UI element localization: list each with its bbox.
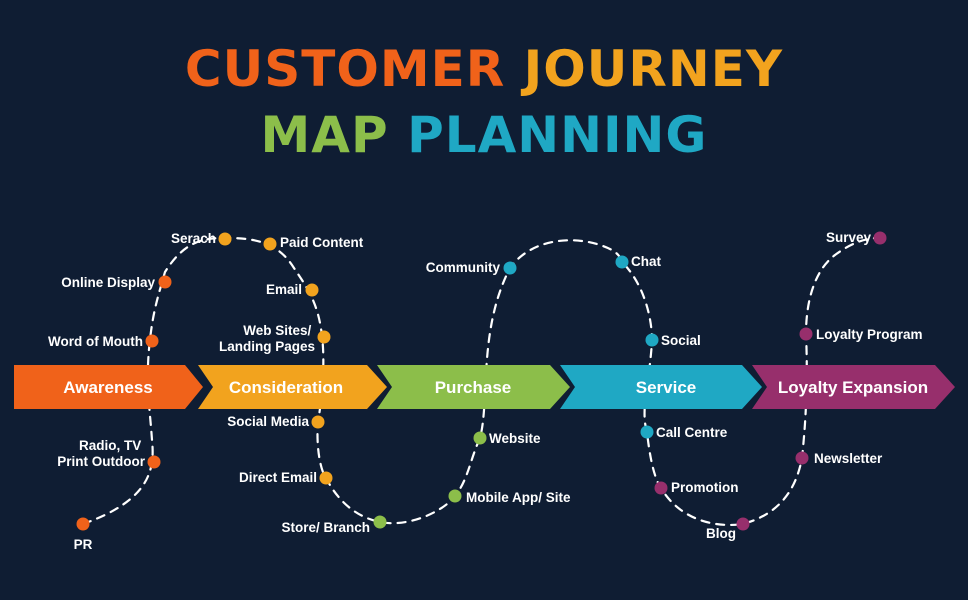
stage-label-awareness: Awareness [63, 378, 152, 397]
title-line-1: CUSTOMER JOURNEY [0, 44, 968, 94]
touchpoint-label-mobile-app-site: Mobile App/ Site [466, 490, 571, 505]
touchpoint-label-web-sites-landing-pages: Web Sites/ Landing Pages [219, 323, 315, 354]
touchpoint-dot-survey [873, 231, 887, 245]
touchpoint-dot-newsletter [795, 451, 809, 465]
stage-arrow-consideration [198, 365, 387, 409]
touchpoint-label-survey: Survey [826, 230, 872, 245]
journey-path [81, 236, 882, 527]
touchpoints-service: Chat Social Call Centre Promotion [615, 254, 739, 495]
touchpoint-label-online-display: Online Display [61, 275, 155, 290]
stage-arrow-service [560, 365, 762, 409]
touchpoint-dot-promotion [654, 481, 668, 495]
dashed-journey-line [81, 236, 882, 527]
touchpoint-dot-online-display [158, 275, 172, 289]
touchpoint-label-community: Community [426, 260, 501, 275]
stage-arrow-awareness [14, 365, 203, 409]
touchpoints-loyalty: Blog Newsletter Loyalty Program Survey [706, 230, 923, 541]
touchpoint-label-website: Website [489, 431, 541, 446]
title-word-planning: PLANNING [407, 106, 708, 164]
touchpoint-label-social-media: Social Media [227, 414, 309, 429]
stage-arrow-loyalty-expansion [752, 365, 955, 409]
stage-label-service: Service [636, 378, 697, 397]
title-word-customer: CUSTOMER [184, 40, 506, 98]
touchpoint-label-chat: Chat [631, 254, 662, 269]
touchpoint-dot-pr [76, 517, 90, 531]
touchpoint-dot-store-branch [373, 515, 387, 529]
touchpoint-label-blog: Blog [706, 526, 736, 541]
title-word-map: MAP [260, 106, 389, 164]
touchpoints-awareness: Online Display Word of Mouth Radio, TV P… [48, 275, 172, 552]
touchpoint-label-store-branch: Store/ Branch [281, 520, 370, 535]
touchpoint-label-word-of-mouth: Word of Mouth [48, 334, 143, 349]
touchpoint-label-direct-email: Direct Email [239, 470, 317, 485]
touchpoint-dot-call-centre [640, 425, 654, 439]
touchpoint-label-pr: PR [74, 537, 93, 552]
touchpoint-label-loyalty-program: Loyalty Program [816, 327, 923, 342]
touchpoint-dot-radio-tv-print-outdoor [147, 455, 161, 469]
touchpoint-dot-blog [736, 517, 750, 531]
touchpoint-dot-social-media [311, 415, 325, 429]
touchpoint-dot-search [218, 232, 232, 246]
touchpoint-dot-web-sites-landing-pages [317, 330, 331, 344]
stage-bar: Awareness Consideration Purchase Service… [14, 365, 955, 409]
touchpoint-dot-direct-email [319, 471, 333, 485]
stage-label-consideration: Consideration [229, 378, 343, 397]
touchpoint-dot-paid-content [263, 237, 277, 251]
touchpoints-consideration: Serach Paid Content Email Web Sites/ Lan… [171, 231, 387, 535]
touchpoint-dot-community [503, 261, 517, 275]
title-word-journey: JOURNEY [523, 40, 784, 98]
stage-label-loyalty-expansion: Loyalty Expansion [778, 378, 928, 397]
touchpoint-dot-social [645, 333, 659, 347]
touchpoint-dot-word-of-mouth [145, 334, 159, 348]
touchpoint-dot-chat [615, 255, 629, 269]
touchpoint-dot-mobile-app-site [448, 489, 462, 503]
touchpoint-label-newsletter: Newsletter [814, 451, 883, 466]
stage-label-purchase: Purchase [435, 378, 512, 397]
touchpoints-purchase: Community Website Mobile App/ Site [426, 260, 571, 505]
touchpoint-dot-website [473, 431, 487, 445]
touchpoint-label-radio-tv-print-outdoor: Radio, TV Print Outdoor [57, 438, 145, 469]
touchpoint-label-promotion: Promotion [671, 480, 739, 495]
touchpoint-label-social: Social [661, 333, 701, 348]
touchpoint-label-call-centre: Call Centre [656, 425, 728, 440]
touchpoint-label-paid-content: Paid Content [280, 235, 364, 250]
touchpoint-dot-email [305, 283, 319, 297]
touchpoint-label-search: Serach [171, 231, 216, 246]
touchpoint-label-email: Email [266, 282, 302, 297]
touchpoint-dot-loyalty-program [799, 327, 813, 341]
title-line-2: MAP PLANNING [0, 110, 968, 160]
stage-arrow-purchase [377, 365, 570, 409]
